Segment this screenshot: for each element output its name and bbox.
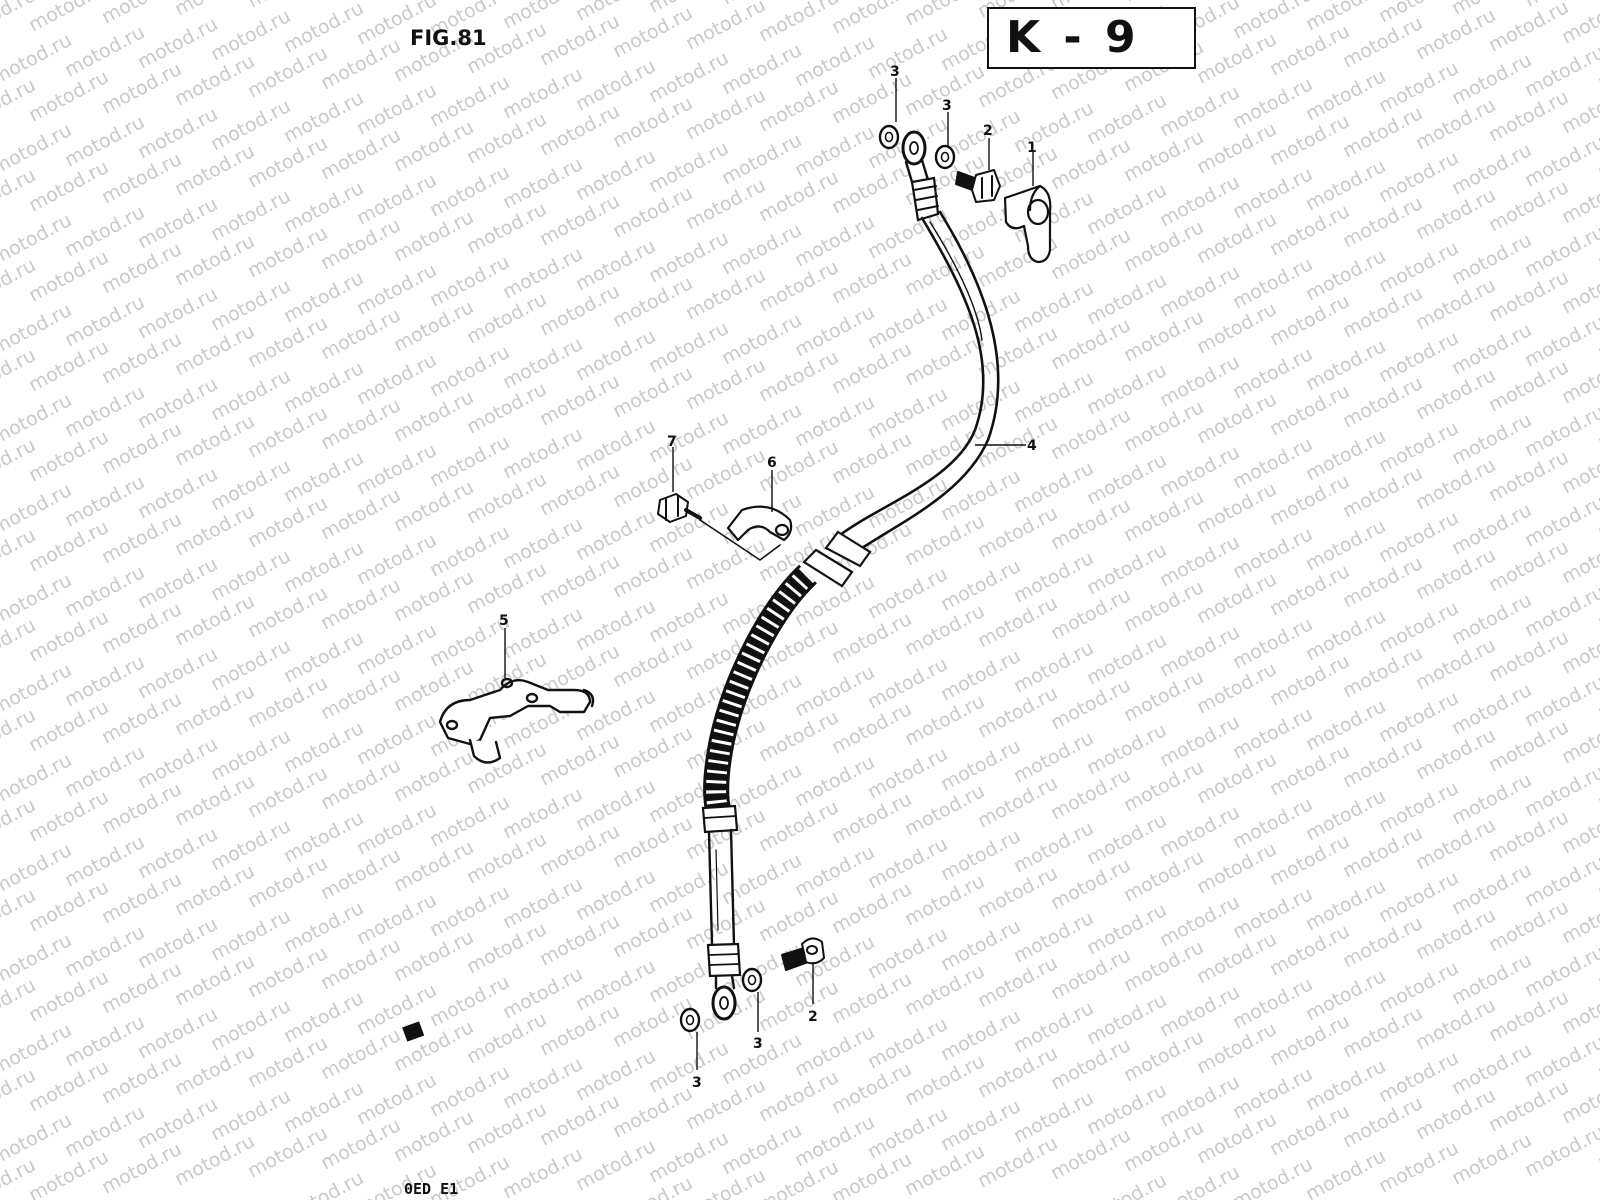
watermark-text: motod.ru (0, 29, 75, 89)
watermark-text: motod.ru (499, 1143, 586, 1200)
watermark-text: motod.ru (0, 119, 75, 179)
watermark-text: motod.ru (1083, 1169, 1170, 1200)
footer-code: 0ED E1 (404, 1180, 458, 1198)
watermark-text: motod.ru (1594, 0, 1600, 3)
callout-7: 7 (667, 434, 677, 450)
part-2-union-bolt-upper (955, 169, 1001, 203)
watermark-text: motod.ru (1448, 1129, 1535, 1189)
watermark-text: motod.ru (0, 839, 75, 899)
watermark-text: motod.ru (0, 479, 75, 539)
figure-label: FIG.81 (410, 26, 487, 50)
callout-3: 3 (753, 1036, 763, 1052)
watermark-text: motod.ru (0, 1109, 75, 1169)
watermark-text: motod.ru (0, 299, 75, 359)
watermark-text: motod.ru (171, 0, 258, 20)
watermark-text: motod.ru (0, 209, 75, 269)
watermark-text: motod.ru (1229, 1153, 1316, 1200)
watermark-text: motod.ru (317, 0, 404, 4)
watermark-text: motod.ru (1375, 1137, 1462, 1197)
part-3-washer-lower-right (741, 967, 763, 993)
callout-3: 3 (942, 98, 952, 114)
part-3-washer-upper-left (878, 124, 900, 150)
watermark-text: motod.ru (0, 659, 75, 719)
callout-4: 4 (1027, 438, 1037, 454)
watermark-text: motod.ru (244, 0, 331, 12)
watermark-text: motod.ru (0, 1019, 75, 1079)
callout-1: 1 (1027, 140, 1037, 156)
watermark-text: motod.ru (0, 569, 75, 629)
part-3-washer-upper-right (934, 144, 956, 170)
watermark-text: motod.ru (0, 389, 75, 449)
part-1-cap (1003, 184, 1052, 264)
watermark-text: motod.ru (280, 1167, 367, 1200)
callout-2: 2 (808, 1009, 818, 1025)
callout-3: 3 (890, 64, 900, 80)
watermark-text: motod.ru (0, 749, 75, 809)
callout-6: 6 (767, 455, 777, 471)
section-code: K - 9 (1006, 12, 1140, 63)
callout-5: 5 (499, 613, 509, 629)
watermark-text: motod.ru (572, 1135, 659, 1195)
callout-3: 3 (692, 1075, 702, 1091)
callout-2: 2 (983, 123, 993, 139)
small-marker-icon (402, 1021, 425, 1042)
watermark-text: motod.ru (0, 929, 75, 989)
watermark-text: motod.ru (1120, 0, 1207, 6)
watermark-text: motod.ru (25, 0, 112, 36)
watermark-text: motod.ru (1521, 1121, 1600, 1181)
part-3-washer-lower-left (679, 1007, 701, 1033)
